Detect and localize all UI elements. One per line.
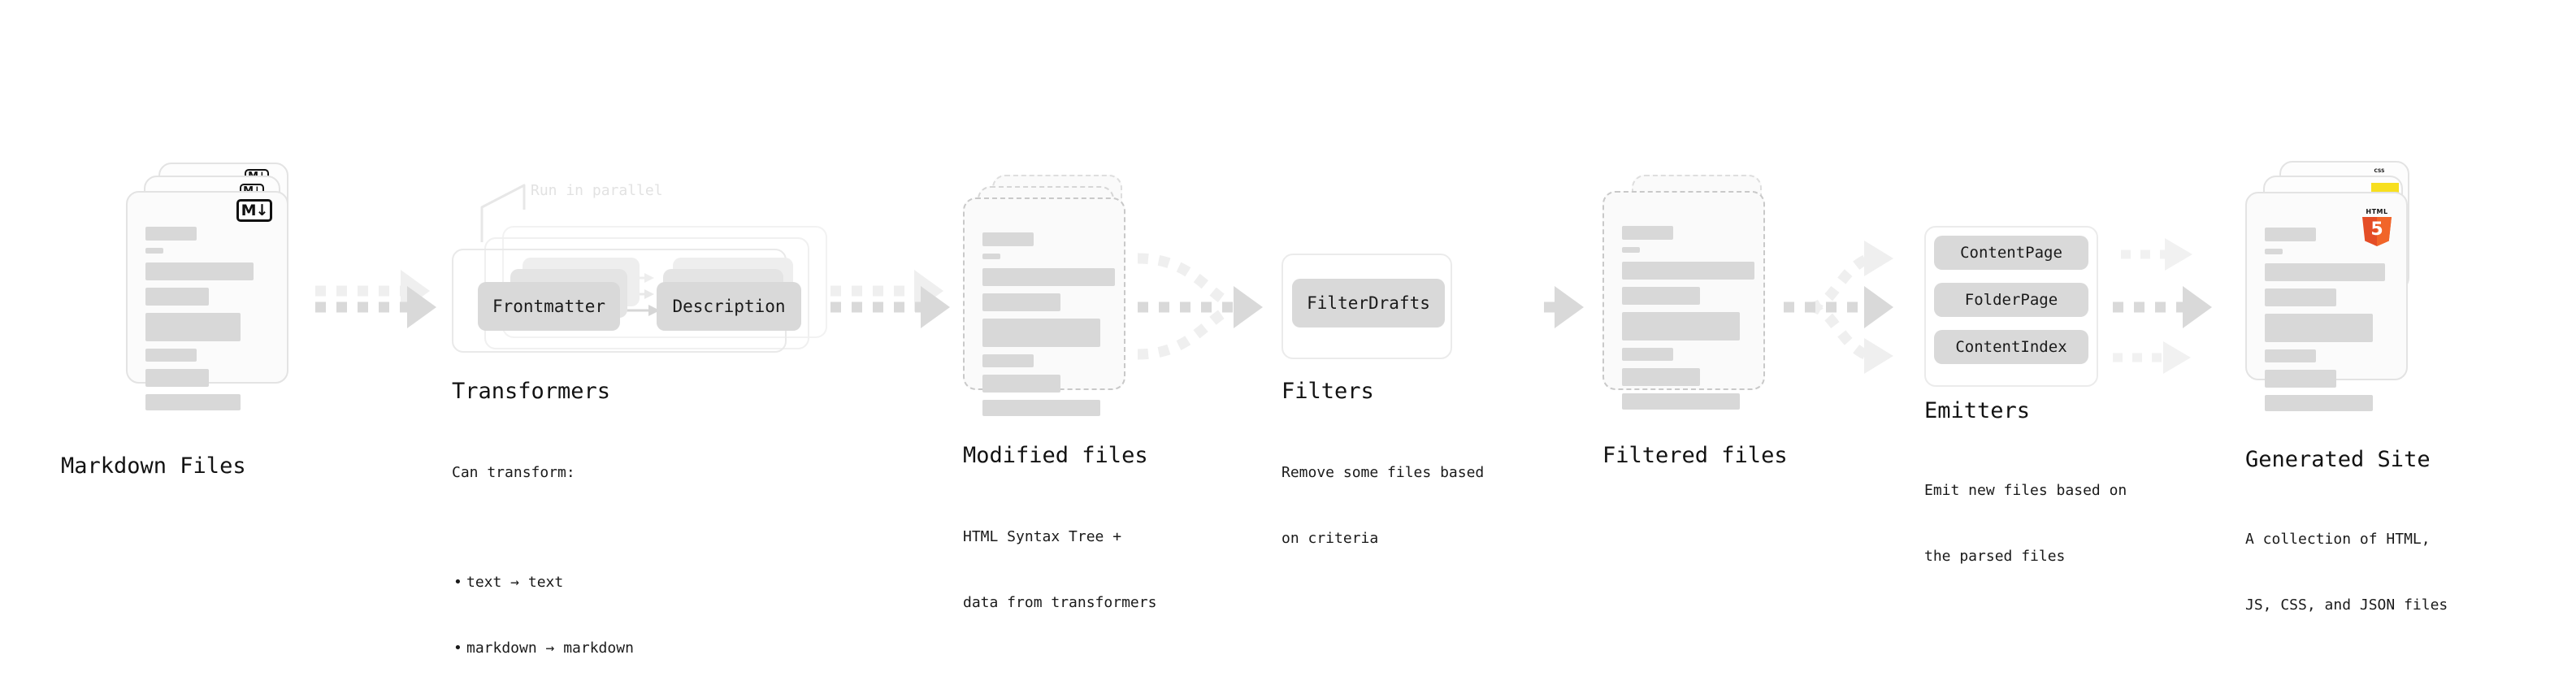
transformers-capability-list: text → text markdown → markdown html → h…	[452, 527, 634, 681]
content-bar	[2265, 288, 2336, 306]
emitters-groupbox	[1924, 226, 2098, 387]
connector-emitters-to-site	[2113, 238, 2212, 374]
stage-generated-site: CSS HTML 5	[2245, 161, 2409, 411]
transformer-pill-description[interactable]: Description	[657, 282, 801, 331]
subtitle-line: HTML Syntax Tree +	[963, 528, 1122, 545]
connector-filters-to-filtered	[1544, 286, 1584, 328]
filters-subtitle: Remove some files based on criteria	[1281, 418, 1484, 593]
css-icon-label: CSS	[2374, 168, 2385, 174]
list-item: markdown → markdown	[453, 637, 634, 659]
subtitle-line: A collection of HTML,	[2245, 531, 2431, 548]
modified-files-subtitle: HTML Syntax Tree + data from transformer…	[963, 482, 1156, 657]
content-bar	[982, 268, 1115, 286]
content-bar	[982, 293, 1060, 311]
content-bar	[2265, 395, 2373, 411]
caption-transformers: Transformers	[452, 379, 611, 404]
html5-icon: HTML 5	[2361, 209, 2393, 246]
site-content-bars	[2265, 228, 2388, 419]
filtered-content-bars	[1622, 226, 1754, 417]
caption-filtered-files: Filtered files	[1602, 443, 1788, 468]
subtitle-line: JS, CSS, and JSON files	[2245, 596, 2448, 614]
content-bar	[145, 288, 209, 306]
subtitle-line: data from transformers	[963, 594, 1157, 611]
caption-markdown-files: Markdown Files	[61, 453, 246, 479]
caption-emitters: Emitters	[1924, 398, 2031, 423]
html5-icon-word: HTML	[2366, 208, 2388, 215]
filters-groupbox	[1281, 254, 1452, 359]
connector-modified-to-filters	[1137, 253, 1263, 360]
content-bar	[982, 319, 1100, 347]
content-bar	[145, 262, 254, 280]
content-bar	[145, 313, 241, 341]
content-bar	[2265, 370, 2336, 388]
content-bar	[145, 369, 209, 387]
content-bar	[2265, 249, 2283, 254]
connector-transformers-to-modified	[830, 270, 950, 328]
html5-icon-number: 5	[2370, 219, 2383, 240]
content-bar	[982, 375, 1060, 393]
filter-pill-filterdrafts[interactable]: FilterDrafts	[1292, 279, 1445, 327]
modified-content-bars	[982, 232, 1115, 423]
content-bar	[1622, 312, 1740, 340]
content-bar	[982, 354, 1034, 367]
caption-filters: Filters	[1281, 379, 1374, 404]
content-bar	[145, 349, 197, 362]
emitter-pill-contentindex[interactable]: ContentIndex	[1934, 330, 2088, 364]
subtitle-line: Remove some files based	[1281, 464, 1485, 481]
emitter-pill-folderpage[interactable]: FolderPage	[1934, 283, 2088, 317]
markdown-icon: M↓	[236, 199, 272, 222]
caption-modified-files: Modified files	[963, 443, 1148, 468]
content-bar	[145, 227, 197, 241]
content-bar	[145, 248, 163, 254]
subtitle-line: Emit new files based on	[1924, 482, 2127, 499]
list-item: text → text	[453, 571, 634, 593]
content-bar	[2265, 349, 2316, 362]
content-bar	[1622, 348, 1673, 361]
generated-site-subtitle: A collection of HTML, JS, CSS, and JSON …	[2245, 484, 2448, 660]
content-bar	[1622, 226, 1673, 240]
transformers-subtitle-heading: Can transform:	[452, 464, 575, 481]
caption-generated-site: Generated Site	[2245, 447, 2431, 472]
content-bar	[1622, 287, 1700, 305]
content-bar	[1622, 393, 1740, 410]
markdown-content-bars	[145, 227, 269, 418]
connector-markdown-to-transformers	[315, 270, 436, 328]
content-bar	[2265, 314, 2373, 342]
subtitle-line: the parsed files	[1924, 548, 2066, 565]
content-bar	[1622, 262, 1754, 280]
content-bar	[1622, 368, 1700, 386]
run-in-parallel-label: Run in parallel	[531, 182, 663, 199]
html5-icon-shield-highlight	[2377, 217, 2392, 246]
transformers-subtitle: Can transform: text → text markdown → ma…	[452, 418, 634, 681]
content-bar	[2265, 228, 2316, 241]
emitter-pill-contentpage[interactable]: ContentPage	[1934, 236, 2088, 270]
connector-filtered-to-emitters	[1784, 241, 1893, 374]
content-bar	[1622, 247, 1640, 253]
transformer-pill-frontmatter[interactable]: Frontmatter	[478, 282, 620, 331]
content-bar	[2265, 263, 2385, 281]
content-bar	[145, 394, 241, 410]
content-bar	[982, 232, 1034, 246]
subtitle-line: on criteria	[1281, 530, 1379, 547]
emitters-subtitle: Emit new files based on the parsed files	[1924, 436, 2127, 611]
content-bar	[982, 254, 1000, 259]
content-bar	[982, 400, 1100, 416]
